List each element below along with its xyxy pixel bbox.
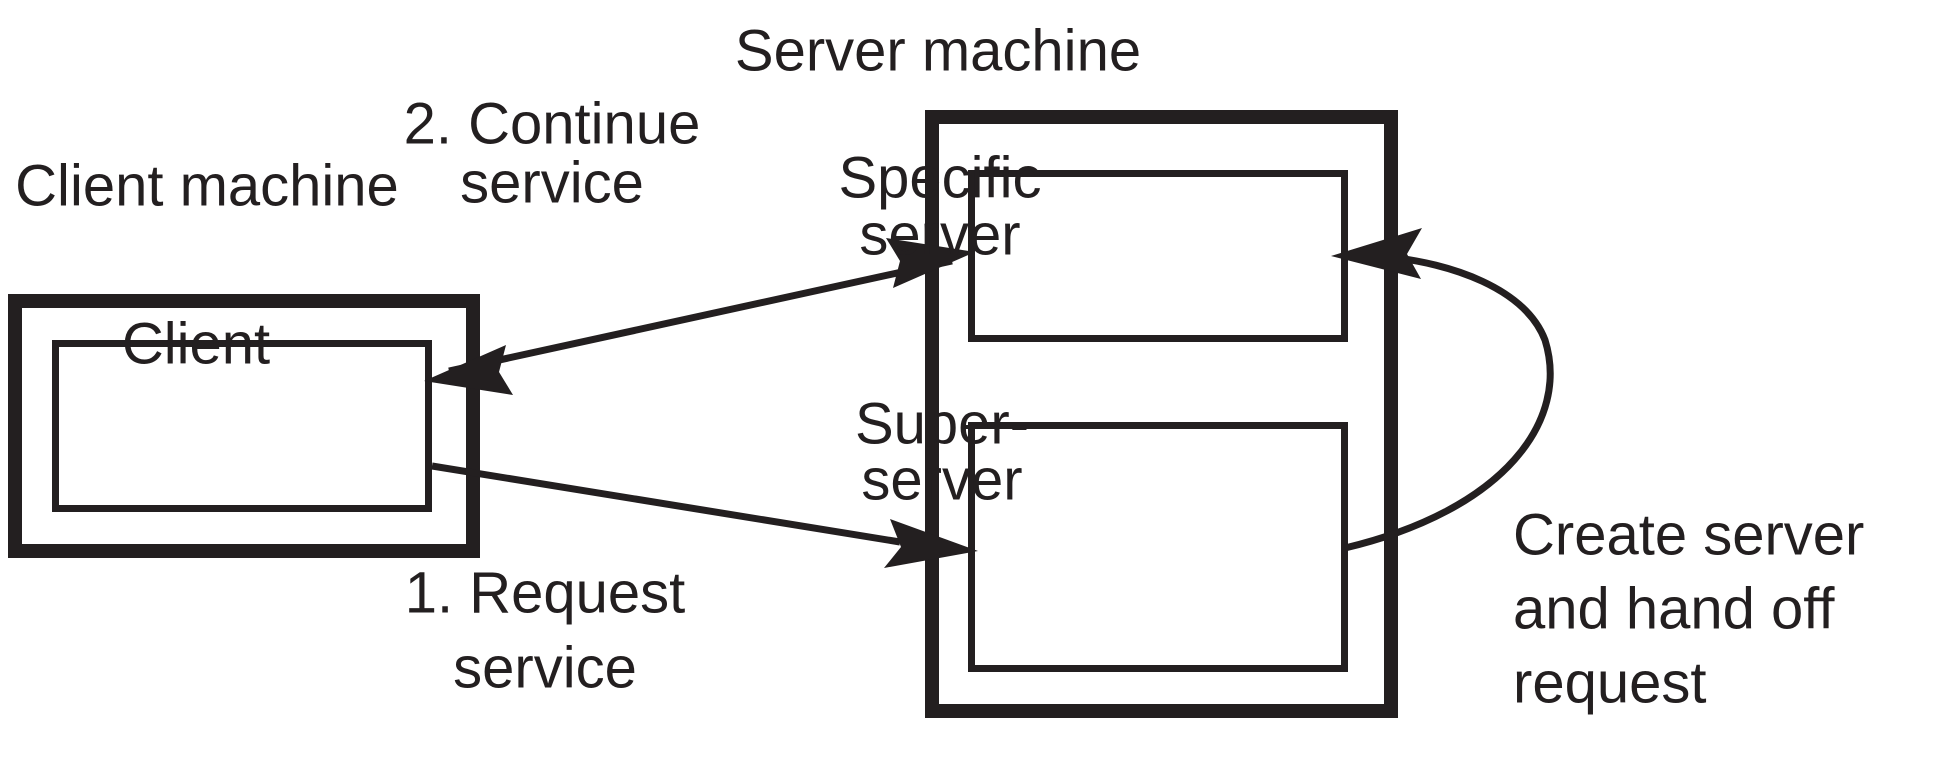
request-service-arrow[interactable] bbox=[431, 462, 978, 568]
client-machine-label: Client machine bbox=[15, 153, 399, 218]
specific-server-label-line2: server bbox=[859, 202, 1020, 267]
continue-service-arrow[interactable] bbox=[424, 238, 975, 395]
create-handoff-curve bbox=[1344, 253, 1554, 552]
server-machine-label: Server machine bbox=[735, 18, 1141, 83]
step2-label-line2: service bbox=[460, 150, 644, 215]
continue-service-arrowhead-right bbox=[886, 238, 975, 288]
create-handoff-arrow[interactable] bbox=[1331, 228, 1554, 552]
client-machine-box[interactable] bbox=[8, 294, 480, 558]
client-label: Client bbox=[122, 311, 270, 376]
create-handoff-label-line2: and hand off bbox=[1513, 576, 1835, 641]
step1-label-line2: service bbox=[453, 635, 637, 700]
step2-label-line1: 2. Continue bbox=[404, 91, 701, 156]
create-handoff-arrowhead bbox=[1331, 228, 1422, 279]
create-handoff-label-line1: Create server bbox=[1513, 502, 1864, 567]
request-service-arrowhead bbox=[884, 519, 978, 568]
server-machine-box[interactable] bbox=[925, 110, 1398, 718]
super-server-label-line2: server bbox=[861, 447, 1022, 512]
create-handoff-label-line3: request bbox=[1513, 650, 1706, 715]
super-server-label-line1: Super- bbox=[855, 391, 1029, 456]
continue-service-line bbox=[448, 257, 953, 375]
step1-label-line1: 1. Request bbox=[405, 560, 686, 625]
request-service-line bbox=[431, 462, 901, 546]
client-box[interactable] bbox=[52, 340, 432, 512]
super-server-box[interactable] bbox=[968, 422, 1348, 672]
specific-server-label-line1: Specific bbox=[838, 145, 1041, 210]
continue-service-arrowhead-left bbox=[424, 345, 513, 395]
